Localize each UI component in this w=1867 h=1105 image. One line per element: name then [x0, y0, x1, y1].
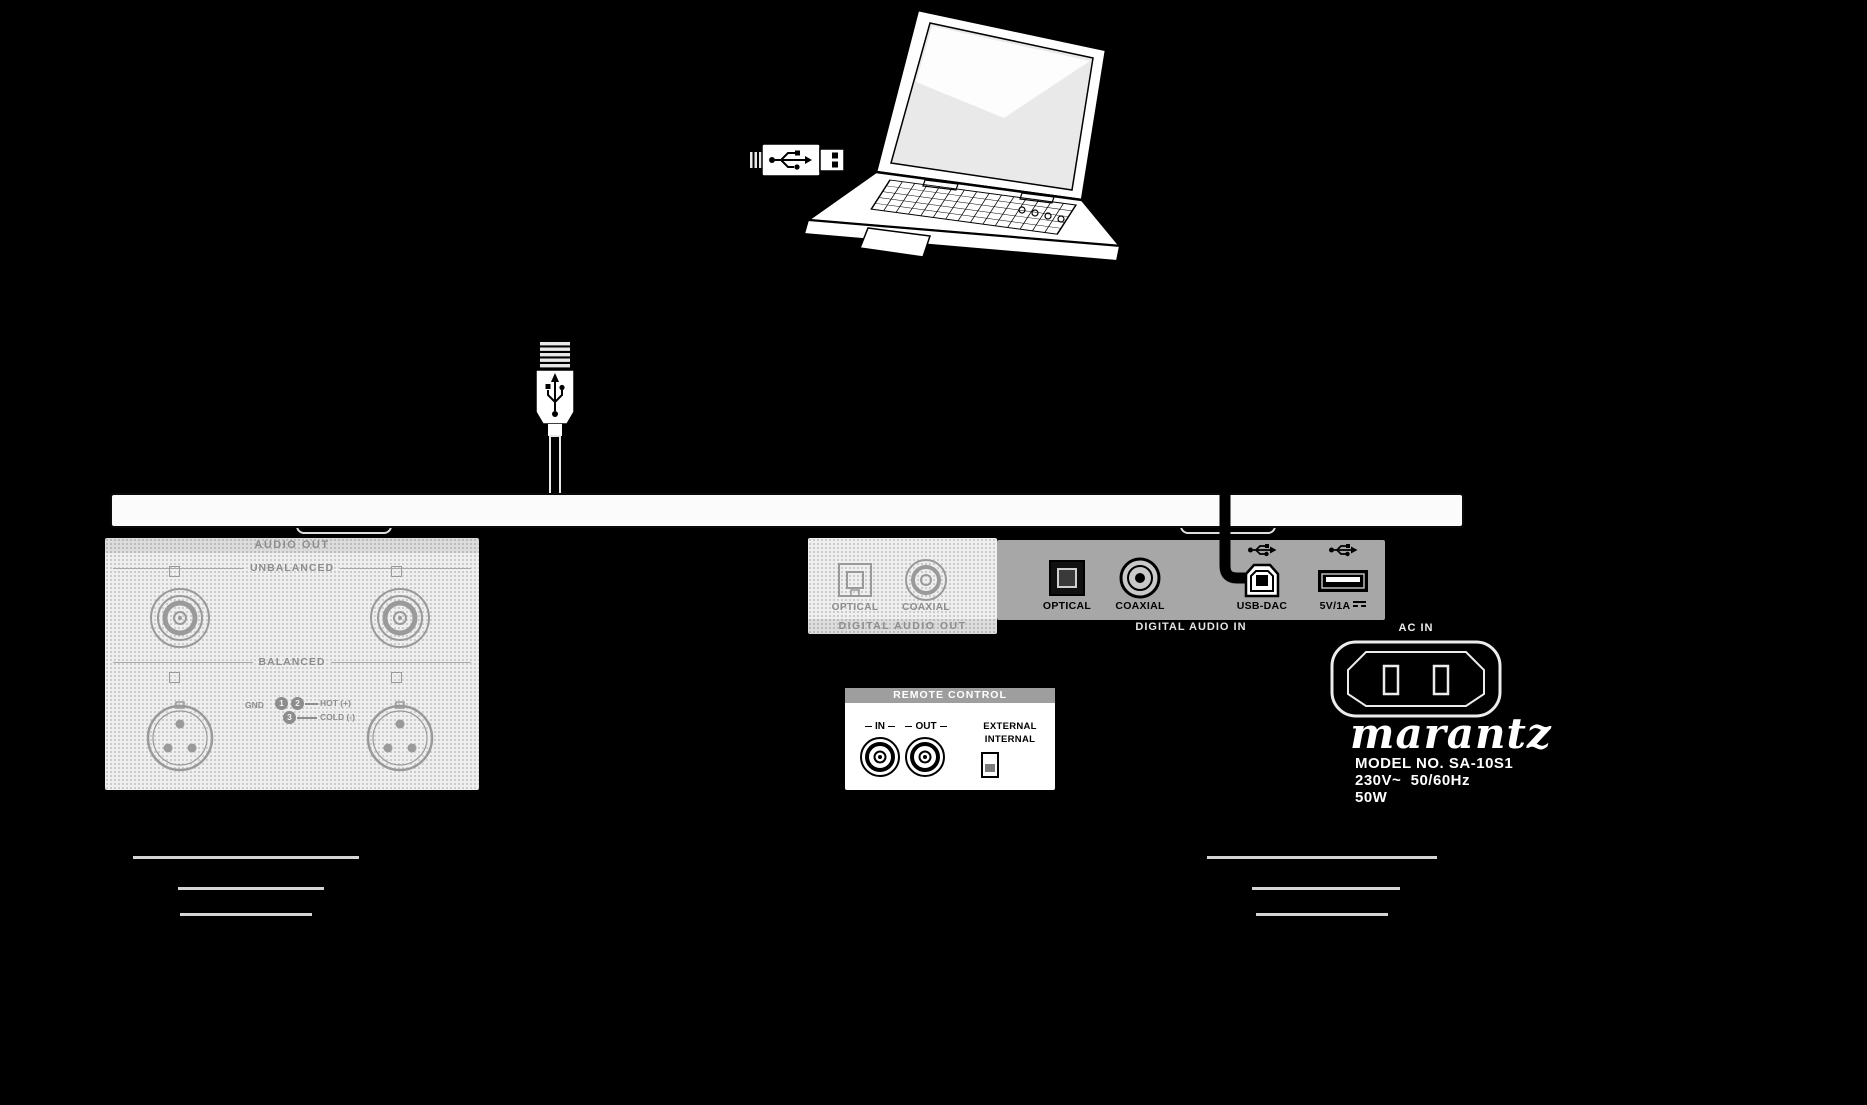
audio-out-title-text: AUDIO OUT — [254, 539, 330, 551]
pin-2-badge: 2 — [291, 697, 304, 710]
channel-marker-l-unbalanced — [391, 566, 402, 577]
optical-in-label: OPTICAL — [1042, 600, 1092, 612]
digital-audio-out-title: DIGITAL AUDIO OUT — [808, 619, 997, 634]
external-internal-switch — [981, 752, 999, 778]
channel-marker-r-balanced — [169, 672, 180, 683]
usb-b-connector-icon — [535, 342, 575, 495]
dc-symbol-icon — [1353, 600, 1367, 612]
device-foot-line — [180, 913, 312, 916]
hot-lead-line — [305, 703, 318, 705]
pin-1-badge: 1 — [275, 697, 288, 710]
audio-out-title: AUDIO OUT — [105, 538, 479, 553]
remote-control-section: REMOTE CONTROL IN OUT EXTERNAL INTERNAL — [845, 688, 1055, 790]
channel-marker-r-unbalanced — [169, 566, 180, 577]
cold-lead-line — [297, 717, 317, 719]
xlr-connector-r — [144, 700, 216, 772]
optical-in-connector — [1047, 558, 1087, 598]
digital-audio-out-section: OPTICAL COAXIAL DIGITAL AUDIO OUT — [808, 538, 997, 634]
coaxial-in-label: COAXIAL — [1115, 600, 1165, 612]
remote-in-jack — [859, 736, 901, 778]
audio-out-section: AUDIO OUT UNBALANCED BALANCED GND 1 2 3 … — [105, 538, 479, 790]
device-foot-line — [133, 856, 359, 859]
remote-in-text: IN — [875, 721, 885, 732]
coaxial-out-connector — [904, 558, 948, 602]
device-foot-line — [1207, 856, 1437, 859]
digital-audio-in-title: DIGITAL AUDIO IN — [1135, 621, 1247, 633]
xlr-pinout-diagram: GND 1 2 3 HOT (+) COLD (-) — [245, 693, 365, 735]
remote-out-jack — [904, 736, 946, 778]
device-foot-line — [178, 887, 324, 890]
rca-jack-unbalanced-l — [368, 586, 432, 650]
gnd-label: GND — [245, 700, 264, 710]
switch-knob — [985, 764, 995, 772]
usb-cable-to-dac — [1219, 492, 1247, 584]
pin-3-badge: 3 — [283, 711, 296, 724]
ac-inlet — [1330, 640, 1502, 718]
xlr-connector-l — [364, 700, 436, 772]
rca-jack-unbalanced-r — [148, 586, 212, 650]
remote-control-title: REMOTE CONTROL — [845, 688, 1055, 703]
usb-icon — [1328, 542, 1358, 558]
device-foot-line — [1252, 887, 1400, 890]
usb-power-port — [1316, 568, 1370, 594]
balanced-label: BALANCED — [258, 656, 326, 668]
ac-in-label: AC IN — [1398, 622, 1434, 634]
usb-power-label-text: 5V/1A — [1319, 600, 1351, 612]
laptop-illustration — [802, 8, 1123, 263]
optical-out-connector — [835, 560, 875, 600]
model-number: MODEL NO. SA-10S1 — [1355, 755, 1514, 772]
coaxial-out-label: COAXIAL — [902, 602, 950, 613]
device-foot-line — [1256, 913, 1388, 916]
remote-in-label: IN — [861, 721, 899, 732]
remote-control-title-text: REMOTE CONTROL — [893, 689, 1007, 701]
balanced-row: BALANCED — [113, 656, 472, 668]
usb-a-plug-icon — [750, 143, 845, 177]
marantz-logo: marantz — [1350, 709, 1552, 758]
remote-out-text: OUT — [915, 721, 937, 732]
optical-out-label: OPTICAL — [831, 602, 879, 613]
internal-label: INTERNAL — [984, 734, 1036, 745]
voltage-rating: 230V~ 50/60Hz — [1355, 772, 1470, 789]
external-label: EXTERNAL — [983, 721, 1037, 732]
unbalanced-row: UNBALANCED — [113, 562, 471, 574]
unbalanced-label: UNBALANCED — [249, 562, 335, 574]
coaxial-in-connector — [1118, 556, 1162, 600]
usb-power-label: 5V/1A — [1307, 600, 1379, 612]
channel-marker-l-balanced — [391, 672, 402, 683]
digital-audio-in-section: OPTICAL COAXIAL USB-DAC 5V/1A — [997, 540, 1385, 620]
remote-out-label: OUT — [905, 721, 947, 732]
usb-dac-label: USB-DAC — [1236, 600, 1288, 612]
digital-audio-out-title-text: DIGITAL AUDIO OUT — [838, 620, 967, 632]
power-rating: 50W — [1355, 789, 1388, 806]
cold-label: COLD (-) — [320, 712, 355, 722]
rear-panel-top-bar — [110, 493, 1464, 528]
hot-label: HOT (+) — [320, 698, 351, 708]
